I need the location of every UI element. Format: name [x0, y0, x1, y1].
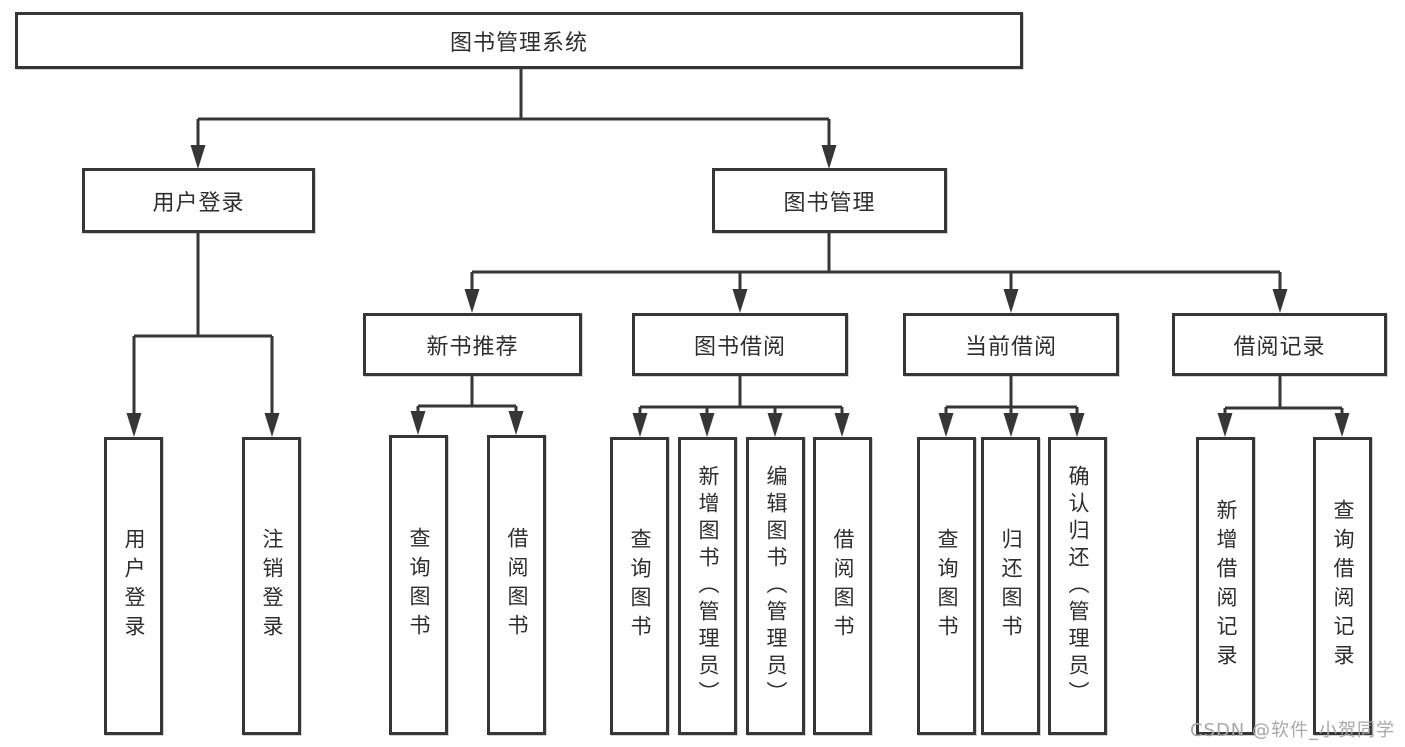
leaf-query-books: 查询图书 — [610, 437, 669, 735]
leaf-add-book-admin: 新增图书（管理员） — [678, 437, 737, 735]
node-label: 图书管理系统 — [449, 30, 588, 56]
leaf-borrow-books: 借阅图书 — [813, 437, 872, 735]
leaf-logout: 注销登录 — [242, 437, 301, 735]
node-library-management-system: 图书管理系统 — [15, 12, 1023, 69]
leaf-return-books: 归还图书 — [981, 437, 1040, 735]
node-label: 当前借阅 — [964, 334, 1057, 360]
leaf-user-login: 用户登录 — [104, 437, 163, 735]
node-label: 新书推荐 — [426, 334, 519, 360]
node-book-management: 图书管理 — [712, 168, 947, 233]
node-new-book-recommend: 新书推荐 — [363, 313, 582, 376]
leaf-edit-book-admin: 编辑图书（管理员） — [746, 437, 805, 735]
node-current-borrowing: 当前借阅 — [903, 313, 1119, 376]
node-borrowing-records: 借阅记录 — [1172, 313, 1387, 376]
node-book-borrowing: 图书借阅 — [632, 313, 848, 376]
node-label: 借阅记录 — [1233, 334, 1326, 360]
node-user-login: 用户登录 — [82, 168, 315, 233]
node-label: 图书管理 — [783, 190, 876, 216]
node-label: 用户登录 — [152, 190, 245, 216]
leaf-confirm-return-admin: 确认归还（管理员） — [1048, 437, 1107, 735]
csdn-watermark: CSDN @软件_小贺同学 — [1189, 720, 1395, 741]
node-label: 图书借阅 — [693, 334, 786, 360]
leaf-query-borrow-record: 查询借阅记录 — [1313, 437, 1372, 735]
leaf-query-books: 查询图书 — [389, 435, 448, 735]
leaf-query-books: 查询图书 — [917, 437, 976, 735]
leaf-borrow-books: 借阅图书 — [487, 435, 546, 735]
leaf-add-borrow-record: 新增借阅记录 — [1196, 437, 1255, 735]
